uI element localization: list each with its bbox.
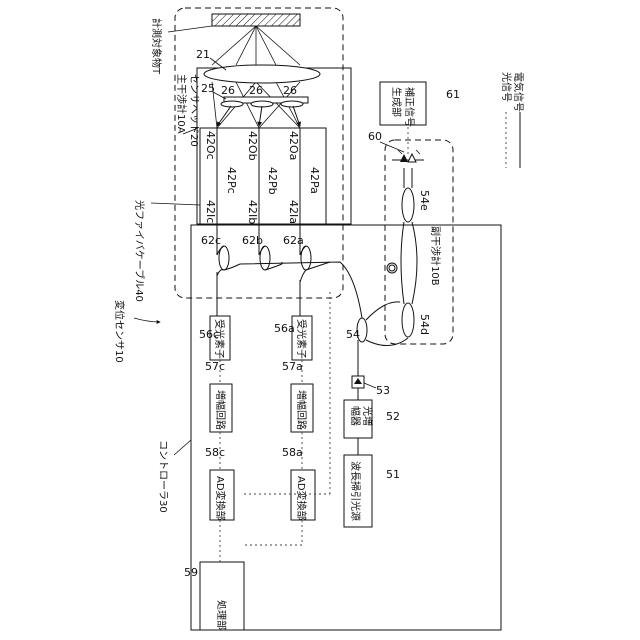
beam-arrow-b	[259, 106, 262, 126]
fiber-cable-label: 光ファイバケーブル40	[133, 200, 146, 302]
displacement-sensor-arrow	[134, 318, 160, 322]
sub-arm-2	[412, 222, 417, 304]
ref-26-right: 26	[283, 84, 297, 97]
delay-coil-2	[389, 265, 395, 271]
main-interferometer-label: 主干渉計10A	[175, 74, 188, 134]
sensor-head-label: センサヘッド20	[188, 74, 200, 147]
legend-optical-label: 光信号	[500, 72, 513, 102]
ref-26-mid: 26	[249, 84, 263, 97]
ref-ampc-c: 57c	[205, 360, 225, 373]
processor-label: 処理部	[215, 600, 228, 630]
light-source-label: 波長掃引光源	[349, 461, 362, 521]
ref-splitter: 54	[346, 328, 360, 341]
ref-circ-b: 62b	[242, 234, 263, 247]
isolator-leader	[364, 383, 376, 388]
ref-ampc-a: 57a	[282, 360, 303, 373]
correction-generator-label-2: 生成部	[390, 87, 403, 117]
measurement-target	[212, 14, 300, 26]
ref-processor: 59	[184, 566, 198, 579]
displacement-sensor-label: 変位センサ10	[113, 300, 126, 363]
ad-converter-c-label: AD変換部	[214, 476, 227, 521]
amp-circuit-c-label: 増幅回路	[214, 390, 227, 430]
ref-path-c: 42Pc	[225, 167, 238, 194]
ad-converter-a-label: AD変換部	[295, 476, 308, 521]
ref-ad-a: 58a	[282, 446, 303, 459]
legend-electrical-label: 電気信号	[512, 72, 525, 112]
ref-coupler-e: 54e	[418, 190, 431, 211]
ref-path-b: 42Pb	[266, 167, 279, 195]
ref-amplifier: 52	[386, 410, 400, 423]
balanced-detector	[392, 150, 424, 162]
beam-arrow-c	[217, 106, 231, 126]
amp-circuit-a-label: 増幅回路	[295, 390, 308, 430]
collimator-c	[221, 101, 243, 107]
correction-generator	[380, 82, 426, 125]
controller-label: コントローラ30	[157, 440, 169, 513]
detector-leader	[380, 142, 404, 152]
feed-fiber	[240, 262, 362, 318]
ref-source: 51	[386, 468, 400, 481]
ref-circ-a: 62a	[283, 234, 304, 247]
ref-out-c: 42Oc	[204, 131, 217, 160]
ref-26-left: 26	[221, 84, 235, 97]
ref-out-b: 42Ob	[246, 131, 259, 161]
collimator-a	[281, 101, 303, 107]
ref-in-c: 42Ic	[204, 200, 217, 223]
ref-recv-a: 56a	[274, 322, 295, 335]
ref-circ-c: 62c	[201, 234, 221, 247]
optical-amplifier-label-2: 幅器	[349, 406, 362, 426]
ref-ad-c: 58c	[205, 446, 225, 459]
sub-arm-1	[401, 222, 404, 304]
fiber-bundle-block	[200, 128, 326, 224]
ref-in-a: 42Ia	[287, 200, 300, 224]
coupler-d	[402, 303, 414, 337]
sub-interferometer-label: 副干渉計10B	[429, 226, 442, 286]
ref-detector: 60	[368, 130, 382, 143]
optical-amplifier-label-1: 光増	[361, 406, 374, 426]
ref-out-a: 42Oa	[287, 131, 300, 160]
ref-lens: 21	[196, 48, 210, 61]
ref-corrector: 61	[446, 88, 460, 101]
ref-path-a: 42Pa	[308, 167, 321, 194]
coupler-e	[402, 188, 414, 222]
ref-isolator: 53	[376, 384, 390, 397]
measurement-target-label: 計測対象物T	[150, 18, 163, 75]
ref-in-b: 42Ib	[246, 200, 259, 224]
ref-plate: 25	[201, 82, 215, 95]
receiver-a-label: 受光素子	[295, 319, 308, 359]
ref-coupler-d: 54d	[418, 314, 431, 335]
correction-generator-label-1: 補正信号	[403, 87, 416, 127]
ref-recv-c: 56c	[199, 328, 219, 341]
objective-lens	[204, 65, 320, 83]
fiber-cable-leader	[151, 203, 200, 205]
controller-leader	[174, 440, 191, 455]
